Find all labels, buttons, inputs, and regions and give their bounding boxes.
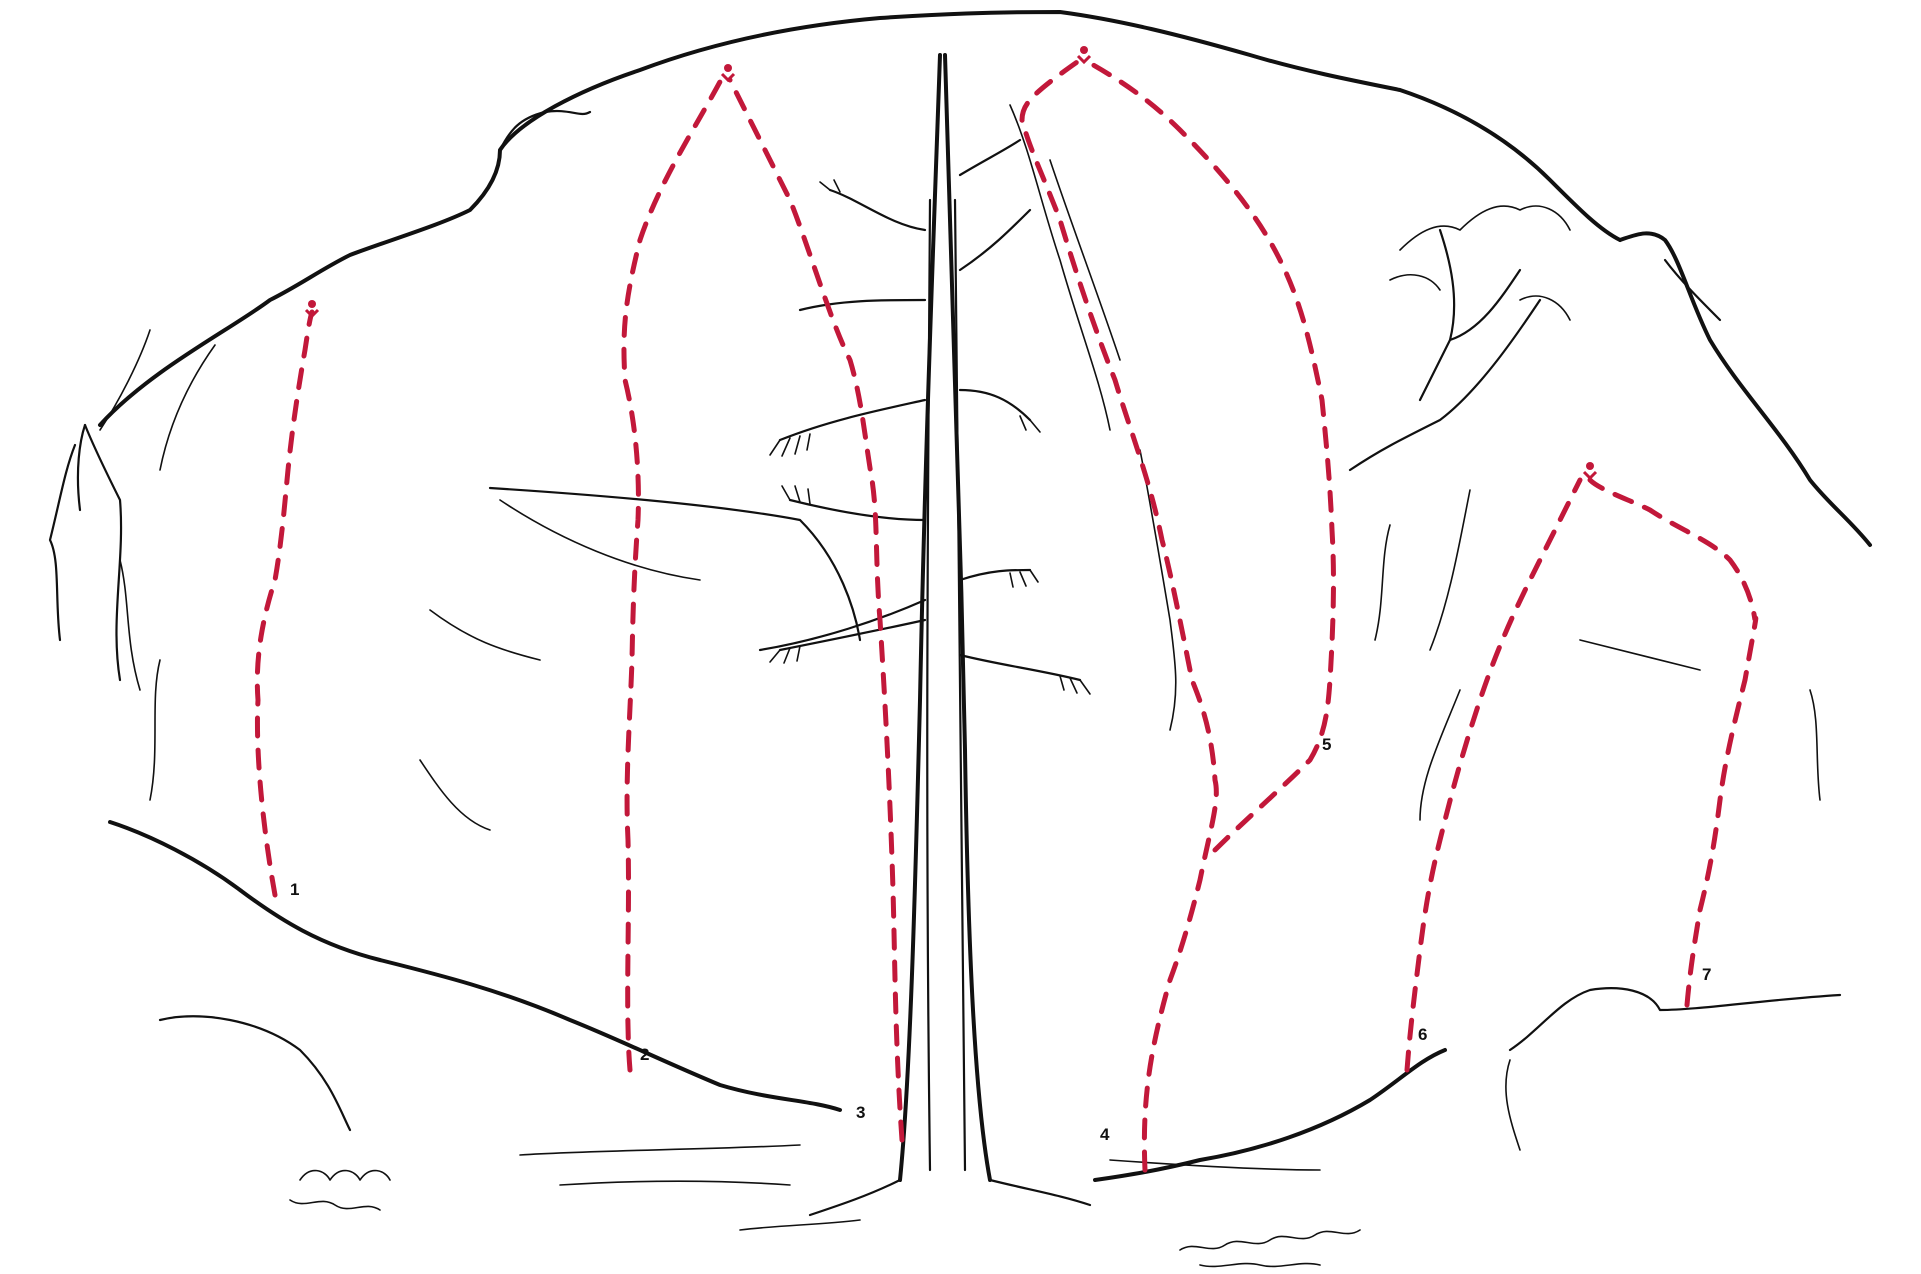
route-7-line [1590,480,1756,1005]
route-2-label: 2 [640,1045,649,1064]
route-labels: 1 2 3 4 5 6 7 [290,735,1711,1144]
route-4-label: 4 [1100,1125,1110,1144]
route-3-label: 3 [856,1103,865,1122]
route-1-anchor-dot [308,300,316,308]
bush [1390,206,1570,400]
route-5-label: 5 [1322,735,1331,754]
route-2-anchor-dot [724,64,732,72]
route-7-label: 7 [1702,965,1711,984]
tree [760,55,1090,1215]
routes [257,46,1755,1170]
route-3-line [730,80,902,1140]
route-2-line [624,78,722,1070]
route-1-line [257,312,312,895]
route-4-anchor-dot [1080,46,1088,54]
route-6-label: 6 [1418,1025,1427,1044]
route-1-label: 1 [290,880,299,899]
ground [160,988,1840,1266]
route-6-line [1407,480,1580,1070]
route-4-line [1022,60,1216,1170]
route-6-anchor-dot [1586,462,1594,470]
